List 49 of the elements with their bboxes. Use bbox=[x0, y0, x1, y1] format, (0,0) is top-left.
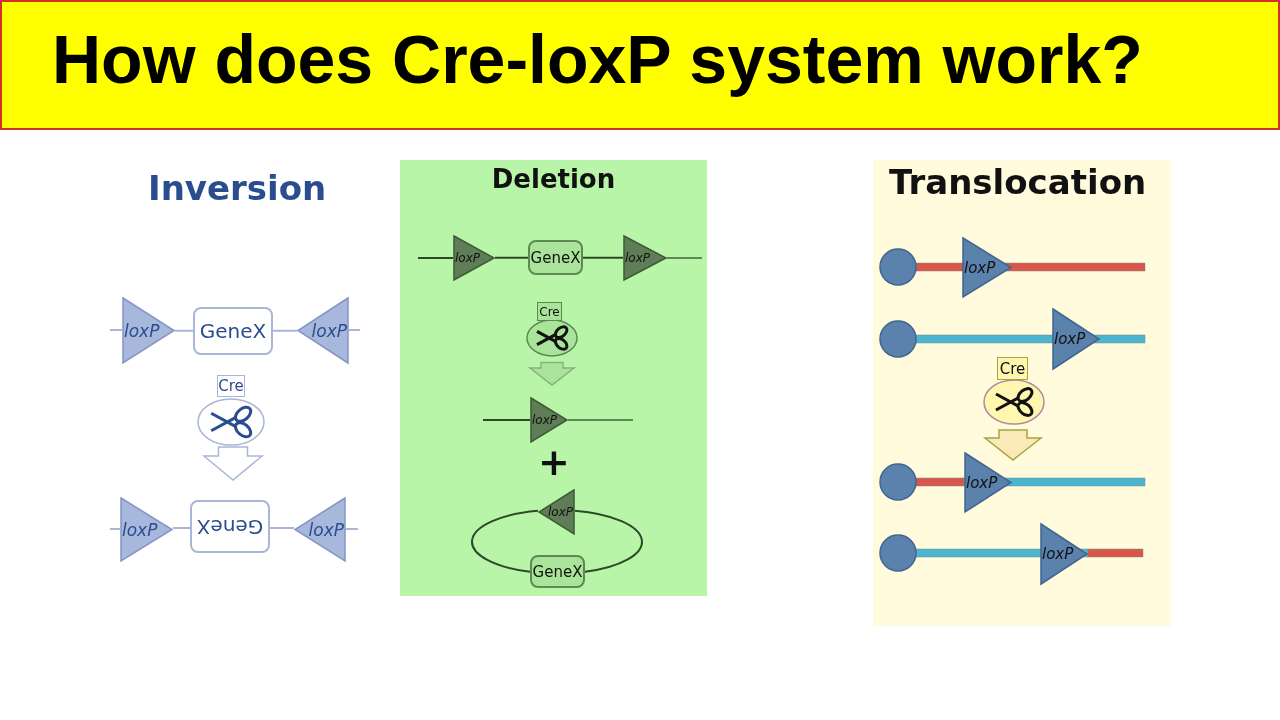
enzyme-label: Cre bbox=[999, 359, 1026, 378]
gene-box bbox=[193, 307, 273, 355]
site-label: loxP bbox=[1054, 330, 1086, 348]
loxp-triangle bbox=[453, 235, 495, 281]
loxp-triangle bbox=[964, 452, 1012, 513]
site-label: loxP bbox=[311, 320, 347, 341]
plus-sign: + bbox=[538, 440, 570, 484]
loxp-triangle bbox=[623, 235, 667, 281]
loxp-triangle bbox=[1040, 523, 1088, 585]
gene-box bbox=[528, 240, 583, 275]
site-label: loxP bbox=[122, 519, 158, 540]
site-label: loxP bbox=[548, 505, 573, 519]
enzyme-label: Cre bbox=[539, 304, 560, 319]
loxp-triangle bbox=[297, 297, 349, 364]
site-label: loxP bbox=[625, 251, 650, 265]
panel-heading: Deletion bbox=[491, 164, 616, 194]
site-label: loxP bbox=[1042, 545, 1074, 563]
site-label: loxP bbox=[966, 473, 998, 492]
dna-line bbox=[269, 527, 295, 529]
loxp-triangle bbox=[1052, 308, 1100, 370]
dna-line bbox=[494, 256, 529, 259]
title: How does Cre-loxP system work? bbox=[52, 20, 1143, 98]
gene-label: GeneX bbox=[532, 562, 583, 581]
section-heading: Inversion bbox=[148, 168, 327, 208]
gene-box bbox=[190, 500, 270, 553]
loxp-triangle bbox=[294, 497, 346, 562]
loxp-triangle bbox=[120, 497, 173, 562]
site-label: loxP bbox=[308, 519, 344, 540]
dna-line bbox=[574, 509, 643, 573]
site-label: loxP bbox=[455, 251, 480, 265]
loxp-triangle bbox=[122, 297, 175, 364]
gene-label: GeneX bbox=[530, 248, 581, 267]
dna-line bbox=[172, 527, 191, 529]
site-label: loxP bbox=[532, 413, 557, 427]
site-label: loxP bbox=[124, 320, 160, 341]
panel-heading: Translocation bbox=[889, 162, 1147, 202]
panel bbox=[400, 160, 707, 596]
gene-label: GeneX bbox=[196, 514, 264, 539]
dna-line bbox=[471, 509, 539, 573]
gene-label: GeneX bbox=[199, 319, 267, 343]
dna-line bbox=[174, 329, 194, 332]
loxp-triangle bbox=[962, 237, 1012, 298]
enzyme-label: Cre bbox=[218, 377, 244, 395]
dna-line bbox=[582, 256, 624, 259]
site-label: loxP bbox=[964, 258, 996, 277]
loxp-triangle bbox=[538, 489, 575, 535]
gene-box bbox=[530, 555, 585, 588]
dna-line bbox=[272, 329, 298, 332]
loxp-triangle bbox=[530, 397, 568, 443]
